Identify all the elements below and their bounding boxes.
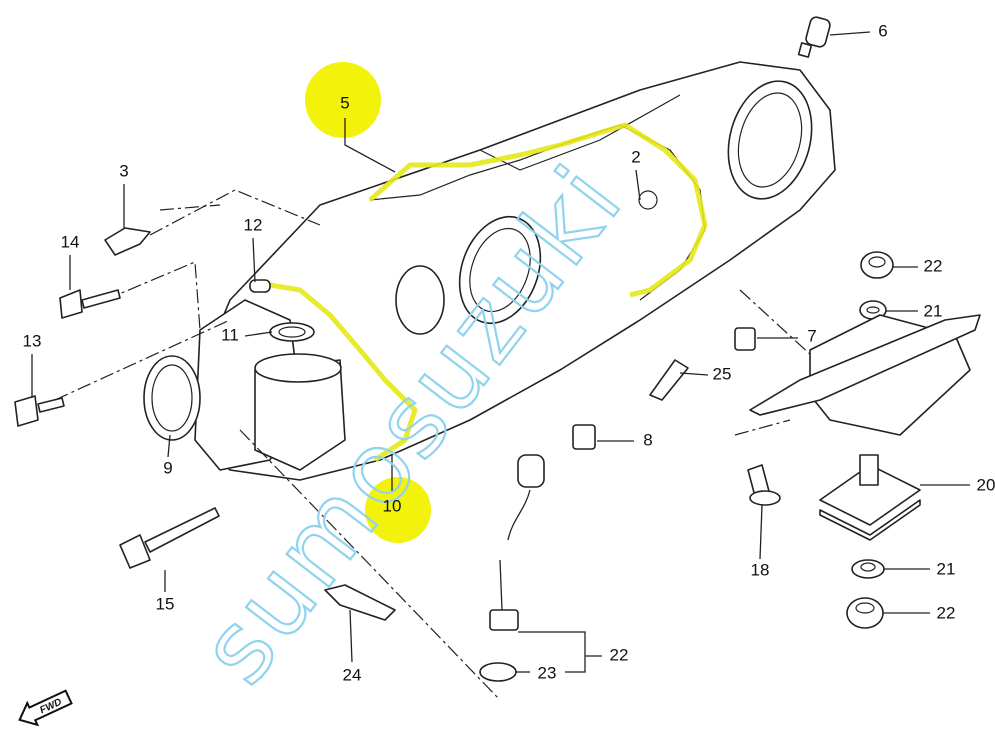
pin-12: [249, 279, 271, 293]
sensor-6: [797, 16, 831, 58]
callout-7: 7: [807, 326, 816, 345]
bracket-strip: [749, 314, 981, 416]
callout-9: 9: [163, 458, 172, 477]
callout-18: 18: [751, 560, 770, 579]
callout-13: 13: [23, 331, 42, 350]
fwd-arrow: FWD: [18, 689, 73, 727]
nut-22a: [860, 251, 894, 279]
gasket-5: [368, 122, 708, 298]
callout-5: 5: [340, 93, 349, 112]
highlight-5: [305, 62, 381, 138]
callout-25: 25: [713, 364, 732, 383]
plug-7: [734, 327, 756, 351]
plug-8: [572, 424, 596, 450]
callout-8: 8: [643, 430, 652, 449]
bolt-3: [104, 227, 151, 256]
bolt-18: [747, 464, 781, 506]
callout-21b: 21: [937, 559, 956, 578]
callouts: 6 5 3 2 12 14 22 21 13 11 7 25 8 9 10 20…: [23, 21, 995, 684]
bolt-15: [119, 507, 220, 569]
callout-10: 10: [383, 496, 402, 515]
callout-12: 12: [244, 215, 263, 234]
callout-2: 2: [631, 147, 640, 166]
highlight-10: [365, 477, 431, 543]
callout-22: 22: [924, 256, 943, 275]
clamp-24: [324, 584, 396, 621]
callout-24: 24: [343, 665, 362, 684]
oring-23: [479, 662, 517, 682]
nut-22b: [846, 597, 884, 629]
washer-21b: [851, 559, 885, 579]
assembly-lines: [54, 189, 861, 701]
leader-lines: [31, 31, 970, 673]
clip-25: [649, 359, 689, 401]
gasket-10: [269, 282, 418, 463]
damper-20: [819, 454, 921, 541]
callout-20: 20: [977, 475, 995, 494]
callout-22c: 22: [610, 645, 629, 664]
callout-3: 3: [119, 161, 128, 180]
gear-case-body: [143, 61, 836, 481]
callout-6: 6: [878, 21, 887, 40]
callout-23: 23: [538, 663, 557, 682]
bolt-14: [59, 289, 121, 319]
callout-11: 11: [221, 325, 239, 344]
callout-21: 21: [924, 301, 943, 320]
sensor-switch: [489, 454, 545, 631]
bolt-13: [14, 395, 65, 427]
callout-22b: 22: [937, 603, 956, 622]
callout-14: 14: [61, 232, 80, 251]
callout-15: 15: [156, 594, 175, 613]
